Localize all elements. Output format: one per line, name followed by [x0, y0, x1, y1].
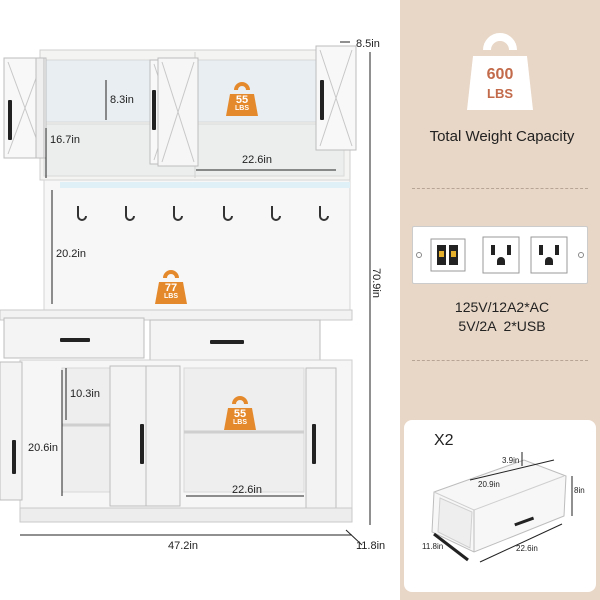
capacity-label: Total Weight Capacity — [429, 128, 575, 145]
dim-hutch-height: 20.2in — [56, 248, 86, 260]
power-specs: 125V/12A2*AC 5V/2A 2*USB — [410, 298, 594, 336]
capacity-unit: LBS — [487, 86, 513, 101]
dim-upper-shelf-height: 8.3in — [110, 94, 134, 106]
power-spec-usb: 5V/2A 2*USB — [458, 318, 546, 334]
capacity-badge: 600 LBS — [465, 30, 535, 110]
right-drawer — [149, 319, 321, 361]
dim-upper-cabinet-height: 16.7in — [50, 134, 80, 146]
capacity-value: 600 — [486, 66, 514, 83]
drawer-height: 3.9in — [502, 456, 520, 465]
lower-left-door — [0, 361, 23, 501]
dim-total-height: 70.9in — [370, 268, 382, 298]
cabinet-illustration — [0, 41, 371, 546]
left-drawer — [3, 317, 145, 359]
upper-weight-unit: LBS — [235, 105, 249, 112]
kettlebell-icon — [224, 396, 256, 430]
dim-upper-width: 22.6in — [242, 154, 272, 166]
lower-right-door — [305, 367, 337, 509]
dim-total-depth: 11.8in — [356, 540, 386, 552]
power-outlet-panel — [412, 226, 588, 284]
drawer-front-height: 8in — [574, 486, 585, 495]
power-spec-ac: 125V/12A2*AC — [454, 299, 550, 315]
dim-lower-cabinet-height: 20.6in — [28, 442, 58, 454]
lower-weight-tag: 55 LBS — [222, 394, 258, 430]
divider — [412, 188, 588, 189]
lower-weight-value: 55 — [233, 408, 247, 420]
hutch-open-area — [43, 179, 351, 311]
drawer-depth: 20.9in — [478, 480, 500, 489]
upper-weight-value: 55 — [235, 94, 249, 106]
outlet-icon — [416, 236, 584, 274]
dim-total-width: 47.2in — [168, 540, 198, 552]
drawer-detail-card: 3.9in 20.9in 8in 11.8in 22.6in — [404, 420, 596, 592]
lower-weight-unit: LBS — [233, 419, 247, 426]
countertop-weight-value: 77 — [164, 282, 178, 294]
drawer-illustration — [431, 452, 573, 563]
countertop-weight-tag: 77 LBS — [153, 268, 189, 304]
dim-lower-shelf-height: 10.3in — [70, 388, 100, 400]
dim-depth-top: 8.5in — [356, 38, 380, 50]
countertop-weight-unit: LBS — [164, 293, 178, 300]
product-image-panel: 55 LBS 77 LBS 55 LBS 8.5in 8.3in 16.7in … — [0, 38, 386, 552]
kettlebell-icon — [226, 82, 258, 116]
upper-weight-tag: 55 LBS — [224, 80, 260, 116]
kettlebell-icon — [155, 270, 187, 304]
dim-lower-width: 22.6in — [232, 484, 262, 496]
drawer-side: 11.8in — [422, 542, 444, 551]
drawer-width: 22.6in — [516, 544, 538, 553]
kettlebell-icon — [467, 33, 533, 110]
lower-center-door-right — [145, 365, 181, 507]
divider — [412, 360, 588, 361]
drawer-quantity: X2 — [434, 432, 454, 449]
